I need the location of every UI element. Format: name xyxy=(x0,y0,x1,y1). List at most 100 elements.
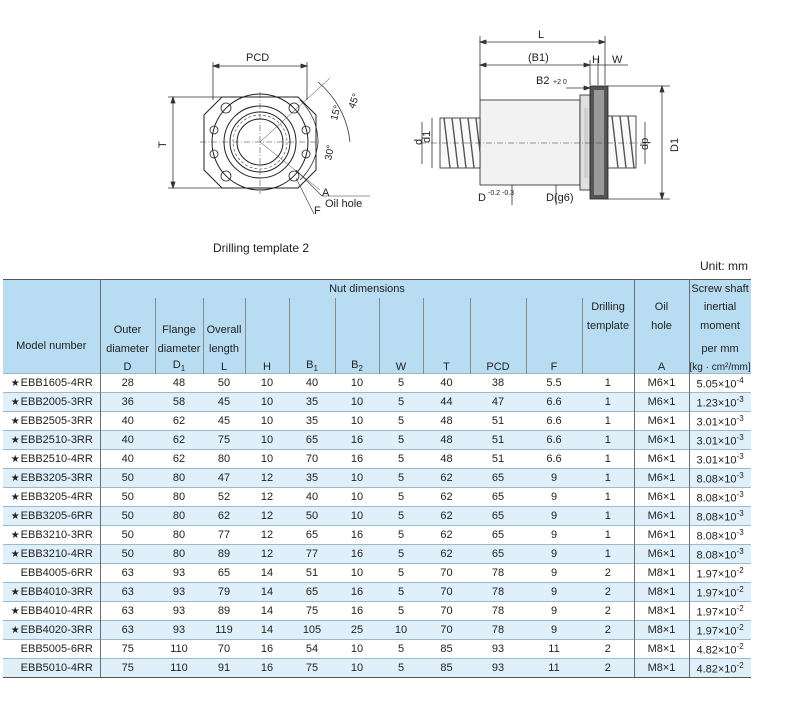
inertia-mantissa: 1.97×10 xyxy=(696,606,737,619)
inertia-mantissa: 3.01×10 xyxy=(696,435,737,448)
cell-f: 11 xyxy=(526,658,582,678)
cell-pcd: 78 xyxy=(470,563,526,583)
cell-w: 5 xyxy=(379,373,423,393)
cell-t: 62 xyxy=(423,468,470,488)
cell-d1: 80 xyxy=(155,487,203,507)
cell-w: 5 xyxy=(379,639,423,659)
cell-b2: 16 xyxy=(335,544,379,564)
w-label: W xyxy=(612,54,623,66)
inertia-mantissa: 5.05×10 xyxy=(696,378,737,391)
b1-header: B1 xyxy=(289,354,336,374)
cell-t: 44 xyxy=(423,392,470,412)
inertia-exponent: -3 xyxy=(736,489,744,499)
cell-f: 6.6 xyxy=(526,430,582,450)
cell-f: 6.6 xyxy=(526,449,582,469)
inertia-exponent: -3 xyxy=(736,527,744,537)
cell-b1: 35 xyxy=(289,392,335,412)
cell-inertial-moment: 1.23×10-3 xyxy=(689,392,751,412)
cell-pcd: 65 xyxy=(470,487,526,507)
cell-inertial-moment: 8.08×10-3 xyxy=(689,506,751,526)
cell-d1: 93 xyxy=(155,601,203,621)
flange-diameter-header: diameter xyxy=(157,342,201,355)
cell-h: 14 xyxy=(245,563,289,583)
inertia-unit-header: [kg · cm²/mm] xyxy=(689,354,751,374)
cell-f: 9 xyxy=(526,582,582,602)
cell-l: 47 xyxy=(203,468,245,488)
cell-dt: 2 xyxy=(582,601,634,621)
front-view-drawing: PCD T 15° 45° 30° xyxy=(157,52,370,217)
cell-dt: 1 xyxy=(582,373,634,393)
cell-b1: 75 xyxy=(289,601,335,621)
cell-pcd: 38 xyxy=(470,373,526,393)
cell-f: 11 xyxy=(526,639,582,659)
length-header: length xyxy=(209,342,239,355)
cell-d1: 58 xyxy=(155,392,203,412)
cell-inertial-moment: 1.97×10-2 xyxy=(689,582,751,602)
cell-w: 5 xyxy=(379,658,423,678)
model-number-cell: ★EBB2510-4RR xyxy=(3,449,101,469)
model-number-cell: ★EBB4020-3RR xyxy=(3,620,101,640)
cell-h: 10 xyxy=(245,430,289,450)
model-number: EBB3205-4RR xyxy=(20,491,93,503)
inertia-mantissa: 8.08×10 xyxy=(696,549,737,562)
model-number: EBB2510-3RR xyxy=(20,434,93,446)
cell-h: 14 xyxy=(245,582,289,602)
cell-b1: 105 xyxy=(289,620,335,640)
cell-pcd: 78 xyxy=(470,601,526,621)
cell-w: 5 xyxy=(379,506,423,526)
inertia-exponent: -3 xyxy=(736,508,744,518)
cell-inertial-moment: 4.82×10-2 xyxy=(689,658,751,678)
cell-d1: 62 xyxy=(155,411,203,431)
model-number: EBB3205-3RR xyxy=(20,472,93,484)
cell-l: 79 xyxy=(203,582,245,602)
inertia-mantissa: 4.82×10 xyxy=(696,663,737,676)
cell-w: 5 xyxy=(379,430,423,450)
cell-h: 10 xyxy=(245,392,289,412)
f-label: F xyxy=(314,205,321,217)
outer-header: Outer xyxy=(113,323,142,336)
cell-a: M8×1 xyxy=(633,563,690,583)
cell-inertial-moment: 3.01×10-3 xyxy=(689,430,751,450)
inertia-mantissa: 8.08×10 xyxy=(696,492,737,505)
inertia-mantissa: 1.23×10 xyxy=(696,397,737,410)
cell-h: 16 xyxy=(245,639,289,659)
inertia-exponent: -3 xyxy=(736,470,744,480)
cell-t: 62 xyxy=(423,487,470,507)
inertia-mantissa: 1.97×10 xyxy=(696,625,737,638)
cell-d: 50 xyxy=(100,506,155,526)
template-header: template xyxy=(586,319,630,332)
cell-a: M8×1 xyxy=(633,582,690,602)
cell-d: 75 xyxy=(100,658,155,678)
model-number: EBB3210-3RR xyxy=(20,529,93,541)
cell-dt: 1 xyxy=(582,468,634,488)
cell-pcd: 65 xyxy=(470,506,526,526)
cell-dt: 2 xyxy=(582,563,634,583)
screw-shaft-header-1: Screw shaft xyxy=(689,279,751,298)
star-icon: ★ xyxy=(10,492,20,503)
angle-45-label: 45° xyxy=(347,92,363,110)
star-icon: ★ xyxy=(10,530,20,541)
cell-inertial-moment: 8.08×10-3 xyxy=(689,525,751,545)
d-tolerance: -0.2 -0.3 xyxy=(488,190,514,197)
cell-a: M6×1 xyxy=(633,468,690,488)
b1-label: (B1) xyxy=(528,52,549,64)
cell-b2: 10 xyxy=(335,487,379,507)
model-number: EBB4010-4RR xyxy=(20,605,93,617)
cell-a: M6×1 xyxy=(633,449,690,469)
cell-dt: 2 xyxy=(582,620,634,640)
cell-w: 5 xyxy=(379,411,423,431)
model-number: EBB4010-3RR xyxy=(20,586,93,598)
cell-a: M6×1 xyxy=(633,544,690,564)
cell-b1: 70 xyxy=(289,449,335,469)
star-icon: ★ xyxy=(10,473,20,484)
cell-d1: 62 xyxy=(155,430,203,450)
inertia-exponent: -2 xyxy=(736,641,744,651)
cell-b1: 54 xyxy=(289,639,335,659)
cell-w: 5 xyxy=(379,525,423,545)
model-number: EBB2505-3RR xyxy=(20,415,93,427)
